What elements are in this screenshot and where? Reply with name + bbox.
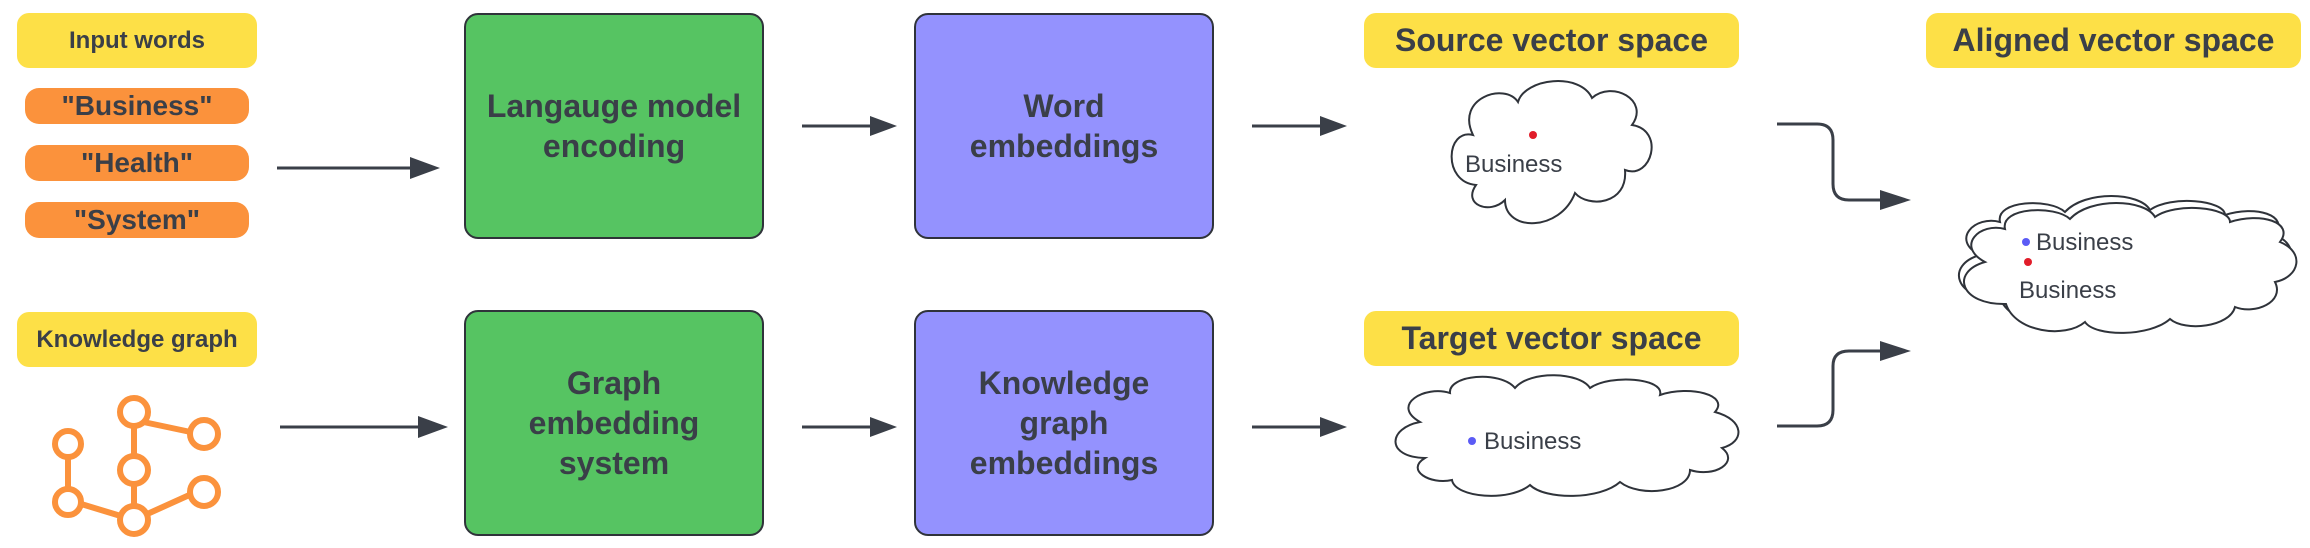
knowledge-graph-icon [52, 395, 221, 537]
arrow-source-to-aligned [1777, 122, 1880, 202]
arrow-target-to-aligned [1777, 349, 1880, 428]
word-embeddings-box: Word embeddings [914, 13, 1214, 239]
language-model-encoding-box: Langauge model encoding [464, 13, 764, 239]
word-pill-business: "Business" [25, 88, 249, 124]
word-pill-health: "Health" [25, 145, 249, 181]
word-pill-system: "System" [25, 202, 249, 238]
source-point-label: Business [1465, 151, 1563, 178]
knowledge-graph-embeddings-box: Knowledge graph embeddings [914, 310, 1214, 536]
aligned-vector-space-label: Aligned vector space [1926, 13, 2301, 68]
input-words-label: Input words [17, 13, 257, 68]
target-cloud [1394, 374, 1740, 497]
target-point-label: Business [1484, 428, 1582, 455]
target-vector-space-label: Target vector space [1364, 311, 1739, 366]
source-point-dot [1529, 131, 1537, 139]
source-cloud [1450, 80, 1653, 225]
source-vector-space-label: Source vector space [1364, 13, 1739, 68]
aligned-cloud-front [1963, 202, 2298, 334]
aligned-source-point-label: Business [2019, 277, 2117, 304]
target-point-dot [1468, 437, 1476, 445]
graph-embedding-system-box: Graph embedding system [464, 310, 764, 536]
aligned-source-dot [2024, 258, 2032, 266]
aligned-target-point-label: Business [2036, 229, 2134, 256]
aligned-target-dot [2022, 238, 2030, 246]
knowledge-graph-label: Knowledge graph [17, 312, 257, 367]
